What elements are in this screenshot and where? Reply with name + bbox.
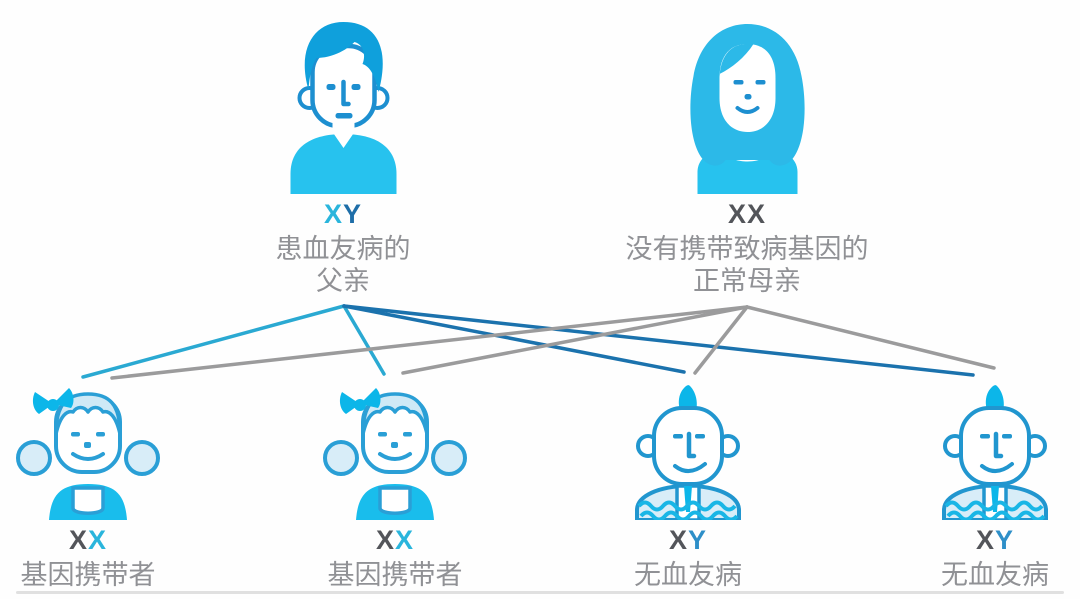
gene-line-father-daughter2	[342, 304, 386, 376]
son2-karyotype: XY	[975, 525, 1015, 556]
person-daughter-2: XX 基因携带者	[320, 384, 470, 591]
father-y-allele: Y	[343, 199, 363, 229]
bottom-divider	[16, 591, 1064, 594]
gene-line-mother-daughter1	[110, 305, 749, 380]
father-avatar-icon	[290, 22, 396, 194]
mother-caption-line2: 正常母亲	[693, 266, 801, 297]
daughter2-karyotype: XX	[375, 525, 415, 556]
son2-x-allele: X	[975, 525, 995, 555]
father-x-allele: X	[323, 199, 343, 229]
father-caption: 患血友病的 父亲	[276, 233, 411, 298]
mother-x1-allele: X	[727, 199, 747, 229]
daughter2-caption: 基因携带者	[327, 559, 463, 590]
son1-x-allele: X	[668, 525, 688, 555]
daughter2-x2-allele: X	[395, 525, 415, 555]
gene-line-father-son2	[342, 304, 975, 377]
boy-avatar-icon	[635, 385, 741, 520]
gene-line-mother-son2	[745, 305, 996, 370]
gene-line-father-son1	[342, 304, 686, 374]
father-caption-line2: 父亲	[316, 266, 370, 297]
mother-caption: 没有携带致病基因的 正常母亲	[626, 233, 869, 298]
son1-caption: 无血友病	[634, 559, 742, 590]
person-son-2: XY 无血友病	[936, 384, 1054, 591]
person-father: XY 患血友病的 父亲	[276, 14, 411, 297]
gene-line-mother-daughter2	[401, 305, 749, 375]
mother-caption-line1: 没有携带致病基因的	[625, 233, 869, 264]
son2-caption: 无血友病	[941, 559, 1049, 590]
father-karyotype: XY	[323, 199, 363, 230]
mother-karyotype: XX	[727, 199, 767, 230]
daughter1-x2-allele: X	[88, 525, 108, 555]
person-son-1: XY 无血友病	[629, 384, 747, 591]
girl-avatar-icon	[323, 388, 467, 520]
daughter1-x1-allele: X	[68, 525, 88, 555]
daughter2-x1-allele: X	[375, 525, 395, 555]
boy-avatar-icon	[942, 385, 1048, 520]
gene-line-mother-son1	[693, 305, 749, 375]
daughter1-caption: 基因携带者	[20, 559, 156, 590]
girl-avatar-icon	[16, 388, 160, 520]
mother-avatar-icon	[689, 24, 805, 194]
gene-line-father-daughter1	[81, 304, 346, 379]
mother-x2-allele: X	[747, 199, 767, 229]
father-caption-line1: 患血友病的	[275, 233, 411, 264]
person-daughter-1: XX 基因携带者	[13, 384, 163, 591]
person-mother: XX 没有携带致病基因的 正常母亲	[626, 14, 869, 297]
daughter1-karyotype: XX	[68, 525, 108, 556]
son1-karyotype: XY	[668, 525, 708, 556]
son1-y-allele: Y	[688, 525, 708, 555]
son2-y-allele: Y	[995, 525, 1015, 555]
